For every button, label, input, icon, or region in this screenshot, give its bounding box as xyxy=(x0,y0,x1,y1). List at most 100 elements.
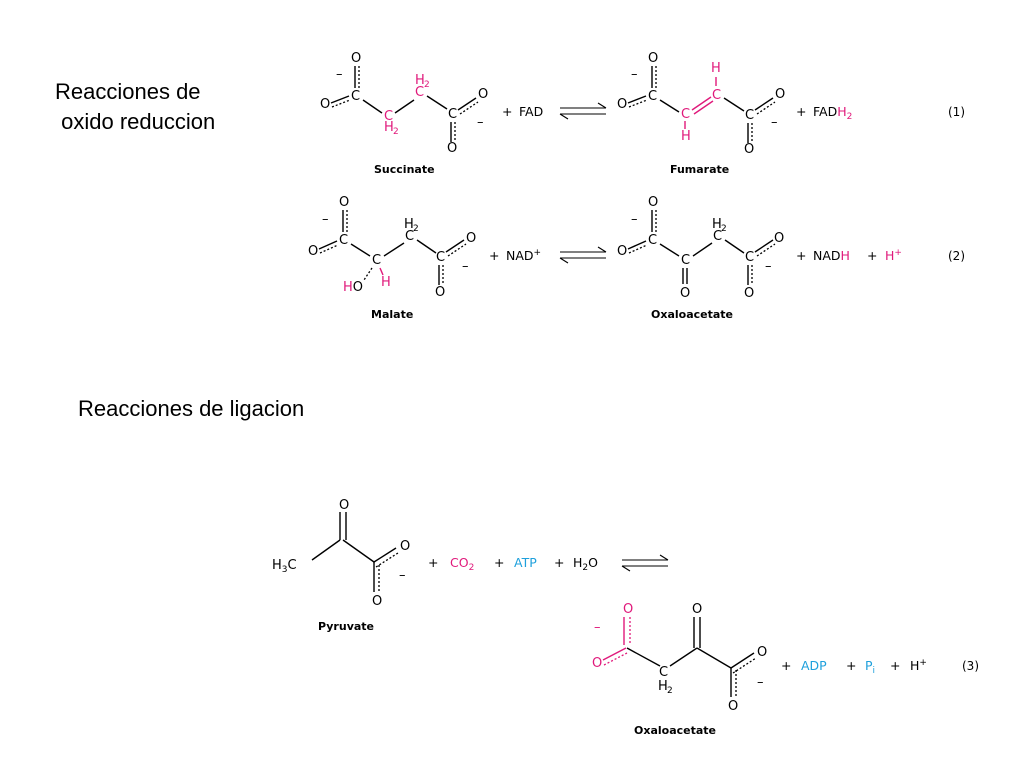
atom-c: C xyxy=(681,253,690,268)
atom-h: H xyxy=(681,129,691,144)
atom-c: C xyxy=(405,229,414,244)
fumarate-structure: O – C O C H C H C O – O Fumara xyxy=(617,51,785,176)
plus-sign: + xyxy=(502,104,512,119)
atom-o: O xyxy=(320,97,330,112)
plus-sign: + xyxy=(846,658,856,673)
heading-redox-line2: oxido reduccion xyxy=(55,109,216,134)
reaction-2: O – C O C HO H C H 2 C O – O xyxy=(308,195,965,321)
svg-text:2: 2 xyxy=(424,80,430,90)
atom-c: C xyxy=(351,89,360,104)
atom-c: C xyxy=(745,250,754,265)
cofactor-fad: FAD xyxy=(519,104,543,119)
cofactor-fadh2: FADH2 xyxy=(813,104,852,122)
atom-o: O xyxy=(757,645,767,660)
atom-h3c: H3C xyxy=(272,558,297,575)
atom-o: O xyxy=(775,87,785,102)
atom-c: C xyxy=(448,107,457,122)
atom-h2: H xyxy=(712,217,722,232)
atom-h2: H xyxy=(384,120,394,135)
equilibrium-arrow xyxy=(559,246,607,264)
atom-h2: H xyxy=(658,679,668,694)
atom-c: C xyxy=(648,233,657,248)
equilibrium-arrow xyxy=(559,102,607,120)
charge-minus: – xyxy=(462,259,469,274)
label-malate: Malate xyxy=(371,308,413,321)
reaction-3: H3C O O – O Pyruvate + C O 2 + ATP + H2O xyxy=(272,498,979,737)
charge-minus: – xyxy=(336,67,343,82)
oxaloacetate-structure: O – C O C O C H 2 C O – O Oxalo xyxy=(617,195,784,321)
pi: Pi xyxy=(865,658,875,676)
plus-sign: + xyxy=(867,248,877,263)
plus-sign: + xyxy=(428,555,438,570)
label-succinate: Succinate xyxy=(374,163,435,176)
pyruvate-structure: H3C O O – O Pyruvate xyxy=(272,498,410,633)
atom-c: C xyxy=(436,250,445,265)
atom-c: C xyxy=(415,85,424,100)
atom-c: C xyxy=(681,107,690,122)
atom-o: O xyxy=(648,195,658,210)
charge-minus: – xyxy=(631,67,638,82)
atom-o: O xyxy=(339,195,349,210)
plus-sign: + xyxy=(890,658,900,673)
atom-c: C xyxy=(713,229,722,244)
adp: ADP xyxy=(801,658,827,673)
atom-o: O xyxy=(400,539,410,554)
label-oxaloacetate: Oxaloacetate xyxy=(634,724,716,737)
proton: H+ xyxy=(885,248,902,263)
cofactor-nadh: NADH xyxy=(813,248,850,263)
water: H2O xyxy=(573,555,598,573)
malate-structure: O – C O C HO H C H 2 C O – O xyxy=(308,195,476,321)
atom-o: O xyxy=(372,594,382,609)
charge-minus: – xyxy=(765,259,772,274)
equilibrium-arrow xyxy=(621,554,669,572)
atom-o: O xyxy=(617,97,627,112)
reaction-1: O – C O C H 2 C H 2 C O – O Succinate xyxy=(320,51,965,176)
atp: ATP xyxy=(514,555,537,570)
atom-o: O xyxy=(617,244,627,259)
atom-o: O xyxy=(744,286,754,301)
label-oxaloacetate: Oxaloacetate xyxy=(651,308,733,321)
cofactor-nad: NAD+ xyxy=(506,248,541,263)
heading-ligation: Reacciones de ligacion xyxy=(78,396,305,421)
svg-text:2: 2 xyxy=(721,224,727,234)
atom-c: C xyxy=(384,109,393,124)
label-fumarate: Fumarate xyxy=(670,163,729,176)
plus-sign: + xyxy=(489,248,499,263)
plus-sign: + xyxy=(781,658,791,673)
charge-minus: – xyxy=(594,620,601,635)
atom-o: O xyxy=(447,141,457,156)
charge-minus: – xyxy=(631,212,638,227)
atom-o: O xyxy=(774,231,784,246)
charge-minus: – xyxy=(771,115,778,130)
atom-c: C xyxy=(659,665,668,680)
atom-c: C xyxy=(745,108,754,123)
atom-o: O xyxy=(592,656,602,671)
atom-o: O xyxy=(339,498,349,513)
atom-o: O xyxy=(351,51,361,66)
charge-minus: – xyxy=(399,568,406,583)
proton: H+ xyxy=(910,658,927,673)
atom-c: C xyxy=(372,253,381,268)
reaction-number-3: (3) xyxy=(962,659,979,673)
label-pyruvate: Pyruvate xyxy=(318,620,374,633)
atom-o: O xyxy=(623,602,633,617)
atom-o: O xyxy=(308,244,318,259)
atom-o: O xyxy=(692,602,702,617)
plus-sign: + xyxy=(796,248,806,263)
oxaloacetate-structure: O – O C H 2 O O – O Oxaloacetate xyxy=(592,602,767,737)
reaction-number-2: (2) xyxy=(948,249,965,263)
atom-h: H xyxy=(711,61,721,76)
svg-text:2: 2 xyxy=(667,686,673,696)
reaction-number-1: (1) xyxy=(948,105,965,119)
charge-minus: – xyxy=(757,675,764,690)
succinate-structure: O – C O C H 2 C H 2 C O – O Succinate xyxy=(320,51,488,176)
atom-o: O xyxy=(744,142,754,157)
charge-minus: – xyxy=(477,115,484,130)
atom-o: O xyxy=(680,286,690,301)
plus-sign: + xyxy=(796,104,806,119)
atom-o: O xyxy=(478,87,488,102)
atom-c: C xyxy=(339,233,348,248)
atom-o: O xyxy=(435,285,445,300)
plus-sign: + xyxy=(494,555,504,570)
